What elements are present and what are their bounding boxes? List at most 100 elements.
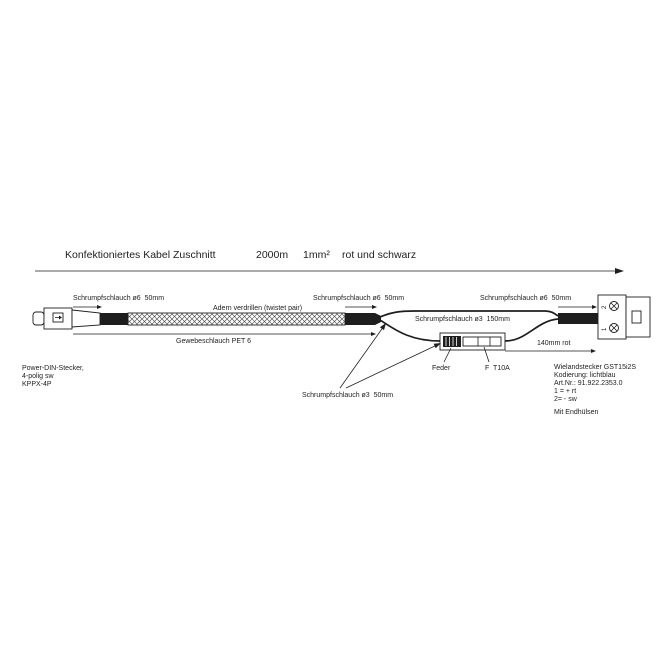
braid-strand <box>200 312 214 326</box>
pin-1-terminal-cross <box>610 324 618 332</box>
fuse-leader-line <box>483 346 490 363</box>
braided-sleeve-label: Gewebeschlauch PET 6 <box>176 338 251 345</box>
left-connector-line: Power-DIN-Stecker, <box>22 365 84 372</box>
braid-strand <box>335 312 346 323</box>
braid-strand <box>205 312 219 326</box>
braid-strand <box>180 312 194 326</box>
braid-strand <box>220 312 234 326</box>
braid-strand <box>145 312 159 326</box>
shrink-tube-right-arrowhead <box>592 305 597 309</box>
braid-strand <box>150 312 164 326</box>
left-connector-line: KPPX-4P <box>22 381 52 388</box>
shrink-small-leader-1 <box>339 325 385 389</box>
braid-strand <box>130 312 144 326</box>
braid-strand <box>140 312 154 326</box>
braid-strand <box>270 312 284 326</box>
pin-2-label: 2 <box>602 305 608 309</box>
connector-plug-face <box>625 296 651 338</box>
spring <box>443 336 461 347</box>
right-connector-note: Mit Endhülsen <box>554 409 598 416</box>
cable-split-point <box>375 313 381 325</box>
braid-strand <box>300 312 314 326</box>
braid-strand <box>250 312 264 326</box>
braid-strand <box>280 312 294 326</box>
braid-strand <box>295 312 309 326</box>
braid-strand <box>160 312 174 326</box>
shrink-tube-right <box>558 313 598 324</box>
braid-strand <box>245 312 259 326</box>
spring-leader-line <box>443 347 452 363</box>
braid-strand <box>305 312 319 326</box>
cable-cross-section: 1mm² <box>303 249 330 261</box>
plug-pin-cap <box>32 311 45 326</box>
left-connector-description: Power-DIN-Stecker, 4-polig sw KPPX-4P <box>22 365 84 388</box>
braid-strand <box>290 312 304 326</box>
braid-strand <box>275 312 289 326</box>
braid-strand <box>127 312 139 324</box>
title-block: Konfektioniertes Kabel Zuschnitt 2000m 1… <box>65 249 416 261</box>
shrink-small-leader-2 <box>345 344 438 389</box>
braid-strand <box>335 315 346 326</box>
fuse-label: F T10A <box>485 365 510 372</box>
red-wire-length-arrowhead <box>591 349 596 353</box>
right-connector-line: Art.Nr.: 91.922.2353.0 <box>554 380 623 387</box>
upper-wire <box>379 310 559 318</box>
shrink-tube-right-label: Schrumpfschlauch ø6 50mm <box>480 295 571 302</box>
shrink-tube-split-label: Schrumpfschlauch ø3 150mm <box>415 316 510 323</box>
shrink-tube-small-label: Schrumpfschlauch ø3 50mm <box>302 392 393 399</box>
fuse-element <box>462 336 502 347</box>
braid-strand <box>330 312 344 326</box>
pin-2-terminal-cross <box>610 302 618 310</box>
overall-length-arrowhead <box>615 268 624 274</box>
title-text: Konfektioniertes Kabel Zuschnitt <box>65 249 216 261</box>
braid-strand <box>320 312 334 326</box>
braid-strand <box>315 312 329 326</box>
cable-length: 2000m <box>256 249 288 261</box>
shrink-tube-middle <box>345 313 375 325</box>
red-wire-length-label: 140mm rot <box>537 340 571 347</box>
lower-wire-from-fuse <box>504 318 559 342</box>
shrink-tube-middle-arrowhead <box>372 305 377 309</box>
twist-label: Adern verdrillen (twistet pair) <box>213 305 302 312</box>
braid-strand <box>215 312 229 326</box>
right-connector-line: Wielandstecker GST15i2S <box>554 364 636 371</box>
right-connector-line: Kodierung: lichtblau <box>554 372 616 379</box>
lower-wire-to-fuse <box>379 319 441 342</box>
fuse-holder <box>439 332 506 351</box>
braid-strand <box>255 312 269 326</box>
braid-strand <box>260 312 274 326</box>
braid-strand <box>190 312 204 326</box>
right-connector-line: 2= - sw <box>554 396 578 403</box>
braided-sleeve-hatching <box>127 312 346 326</box>
braid-strand <box>340 320 346 326</box>
braid-strand <box>285 312 299 326</box>
shrink-tube-left <box>100 313 128 325</box>
braid-strand <box>230 312 244 326</box>
braid-strand <box>135 312 149 326</box>
braid-strand <box>340 312 346 318</box>
cable-colors: rot und schwarz <box>342 249 416 261</box>
braid-strand <box>127 314 139 326</box>
power-din-plug <box>32 307 101 330</box>
braided-sleeve-arrowhead <box>371 332 376 336</box>
right-connector-line: 1 = + rt <box>554 388 576 395</box>
shrink-tube-left-label: Schrumpfschlauch ø6 50mm <box>73 295 164 302</box>
pin-1-label: 1 <box>602 327 608 331</box>
braid-strand <box>170 312 184 326</box>
shrink-tube-left-arrowhead <box>97 305 102 309</box>
braid-strand <box>210 312 224 326</box>
braid-strand <box>195 312 209 326</box>
braid-strand <box>240 312 254 326</box>
shrink-small-leader-1-arrowhead <box>379 323 386 331</box>
braid-strand <box>235 312 249 326</box>
left-connector-line: 4-polig sw <box>22 373 54 380</box>
shrink-small-leader-2-arrowhead <box>433 343 441 349</box>
braid-strand <box>310 312 324 326</box>
braid-strand <box>325 312 339 326</box>
plug-symbol-arrowhead <box>59 315 62 320</box>
braid-strand <box>155 312 169 326</box>
spring-label: Feder <box>432 365 451 372</box>
braid-strand <box>265 312 279 326</box>
plug-strain-relief <box>71 309 101 328</box>
